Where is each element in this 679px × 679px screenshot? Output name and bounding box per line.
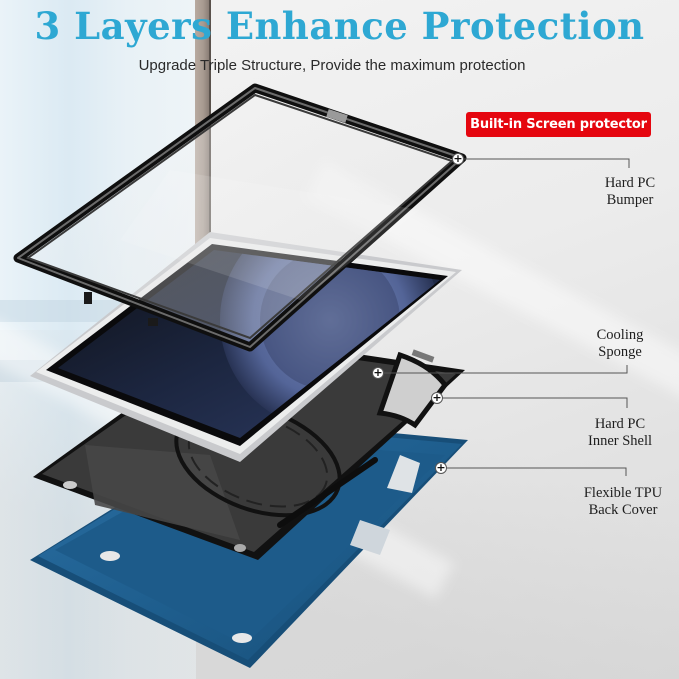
callout-line: Hard PC xyxy=(594,416,646,432)
leader-line-bumper xyxy=(464,158,630,168)
callout-line: Back Cover xyxy=(588,502,658,518)
bumper-frame-layer xyxy=(13,83,467,352)
plus-marker-icon: + xyxy=(431,391,443,404)
screen-protector-badge: Built-in Screen protector xyxy=(466,112,651,137)
callout-line: Bumper xyxy=(606,192,654,208)
callout-line: Inner Shell xyxy=(587,433,653,449)
callout-line: Hard PC xyxy=(604,175,656,191)
page-title: 3 Layers Enhance Protection xyxy=(34,4,645,48)
callout-hard-pc-inner-shell: Hard PC Inner Shell xyxy=(570,416,670,450)
page-subtitle: Upgrade Triple Structure, Provide the ma… xyxy=(138,57,526,74)
callout-cooling-sponge: Cooling Sponge xyxy=(570,327,670,361)
leader-line-back-cover xyxy=(447,467,627,476)
callout-hard-pc-bumper: Hard PC Bumper xyxy=(580,175,679,209)
leader-line-cooling-sponge xyxy=(384,365,628,374)
leader-line-inner-shell xyxy=(443,397,628,408)
callout-line: Flexible TPU xyxy=(583,485,663,501)
callout-flexible-tpu-back-cover: Flexible TPU Back Cover xyxy=(568,485,678,519)
plus-marker-icon: + xyxy=(435,461,447,474)
callout-lines xyxy=(384,158,630,476)
callout-line: Cooling xyxy=(596,327,644,343)
plus-marker-icon: + xyxy=(372,366,384,379)
plus-marker-icon: + xyxy=(452,152,464,165)
callout-line: Sponge xyxy=(598,344,642,360)
